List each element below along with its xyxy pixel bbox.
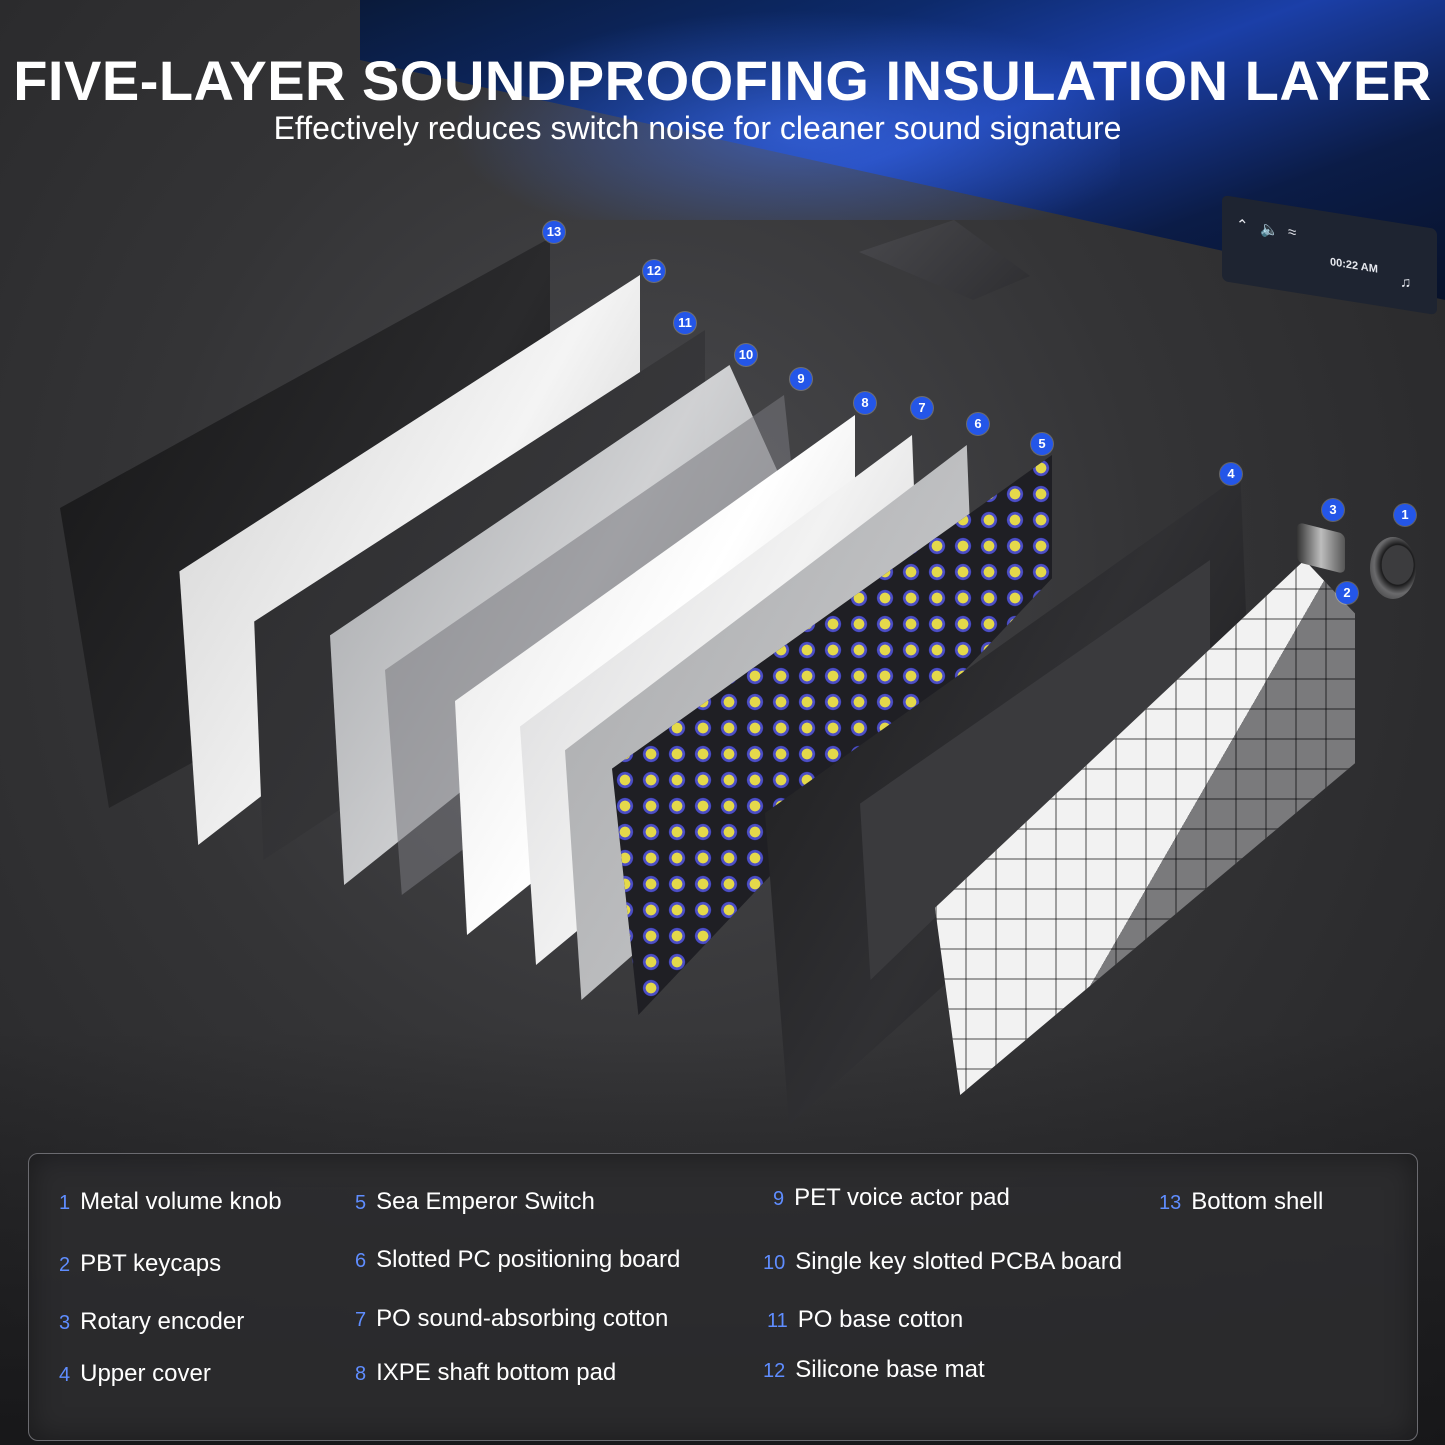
callout-badge-8: 8 [854, 392, 876, 414]
page-subtitle: Effectively reduces switch noise for cle… [273, 110, 1122, 146]
callout-badge-1: 1 [1394, 504, 1416, 526]
callout-badge-6: 6 [967, 413, 989, 435]
speaker-icon: 🔈 [1260, 219, 1279, 240]
bell-icon: ♫ [1400, 273, 1412, 292]
callout-badge-13: 13 [543, 221, 565, 243]
monitor-stand [859, 220, 1030, 300]
wallpaper-glow [420, 0, 1120, 220]
callout-badge-9: 9 [790, 368, 812, 390]
callout-badge-12: 12 [643, 260, 665, 282]
callout-badge-10: 10 [735, 344, 757, 366]
callout-badge-7: 7 [911, 397, 933, 419]
callout-badge-3: 3 [1322, 499, 1344, 521]
clock-time: 00:22 AM [1330, 256, 1378, 276]
callout-badge-4: 4 [1220, 463, 1242, 485]
callout-badge-5: 5 [1031, 433, 1053, 455]
volume-knob [1370, 537, 1416, 599]
callout-badge-2: 2 [1336, 582, 1358, 604]
page-title: FIVE-LAYER SOUNDPROOFING INSULATION LAYE… [13, 49, 1432, 112]
wifi-icon: ≈ [1288, 223, 1297, 242]
callout-badge-11: 11 [674, 312, 696, 334]
chevron-up-icon: ⌃ [1236, 216, 1249, 236]
